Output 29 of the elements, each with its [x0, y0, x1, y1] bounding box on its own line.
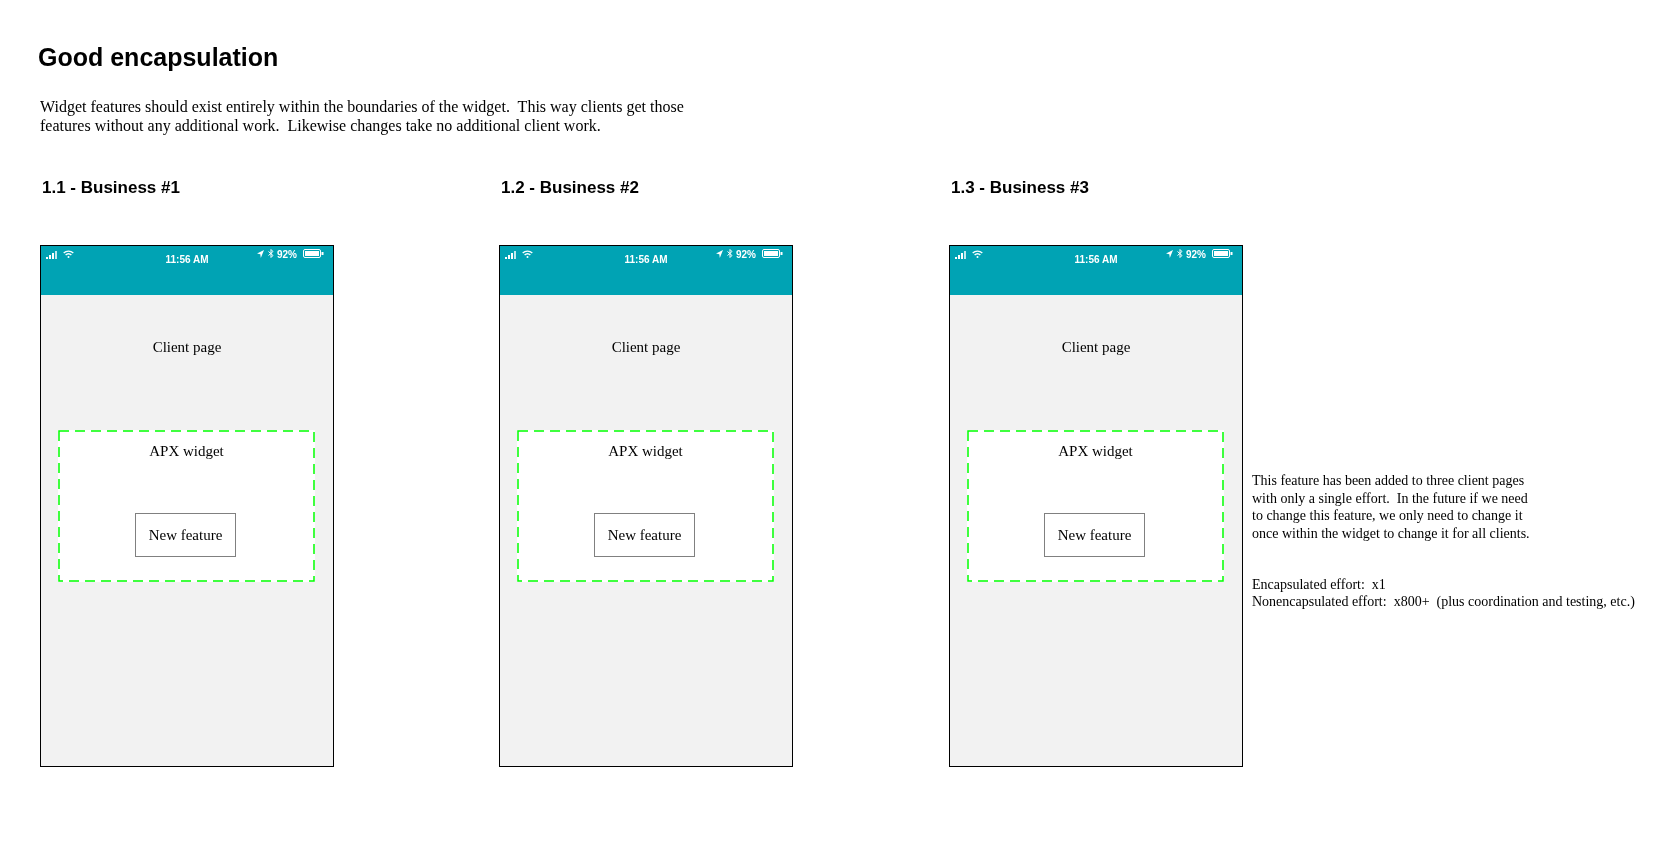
status-time: 11:56 AM — [624, 254, 668, 265]
page-label: Client page — [611, 339, 681, 355]
widget-container — [517, 430, 774, 582]
section-heading: 1.1 - Business #1 — [42, 178, 180, 198]
battery-percentage: 92% — [1186, 249, 1206, 261]
status-bar — [41, 246, 333, 295]
section-heading: 1.2 - Business #2 — [501, 178, 639, 198]
status-time: 11:56 AM — [1074, 254, 1118, 265]
widget-title: APX widget — [608, 443, 683, 459]
effort-text: Nonencapsulated effort: x800+ (plus coordination and testing, etc.) — [1252, 593, 1635, 611]
widget-title: APX widget — [149, 443, 224, 459]
widget-container — [58, 430, 315, 582]
battery-percentage: 92% — [736, 249, 756, 261]
feature-box: New feature — [135, 513, 236, 557]
page-title: Good encapsulation — [38, 42, 279, 72]
widget-container — [967, 430, 1224, 582]
note-text: This feature has been added to three client pages with only a single effort. In the future if we need to change this feature, we only need to change it once within the widget to change it for all clients. — [1252, 472, 1531, 542]
widget-title: APX widget — [1058, 443, 1133, 459]
status-bar — [950, 246, 1242, 295]
feature-box: New feature — [1044, 513, 1145, 557]
effort-text: Encapsulated effort: x1 — [1252, 576, 1386, 594]
status-bar — [500, 246, 792, 295]
page-label: Client page — [152, 339, 222, 355]
battery-percentage: 92% — [277, 249, 297, 261]
section-heading: 1.3 - Business #3 — [951, 178, 1089, 198]
description-text: Widget features should exist entirely within the boundaries of the widget. This way clients get those features without any additional work. Likewise changes take no additional client work. — [40, 97, 685, 135]
page-label: Client page — [1061, 339, 1131, 355]
feature-box: New feature — [594, 513, 695, 557]
status-time: 11:56 AM — [165, 254, 209, 265]
